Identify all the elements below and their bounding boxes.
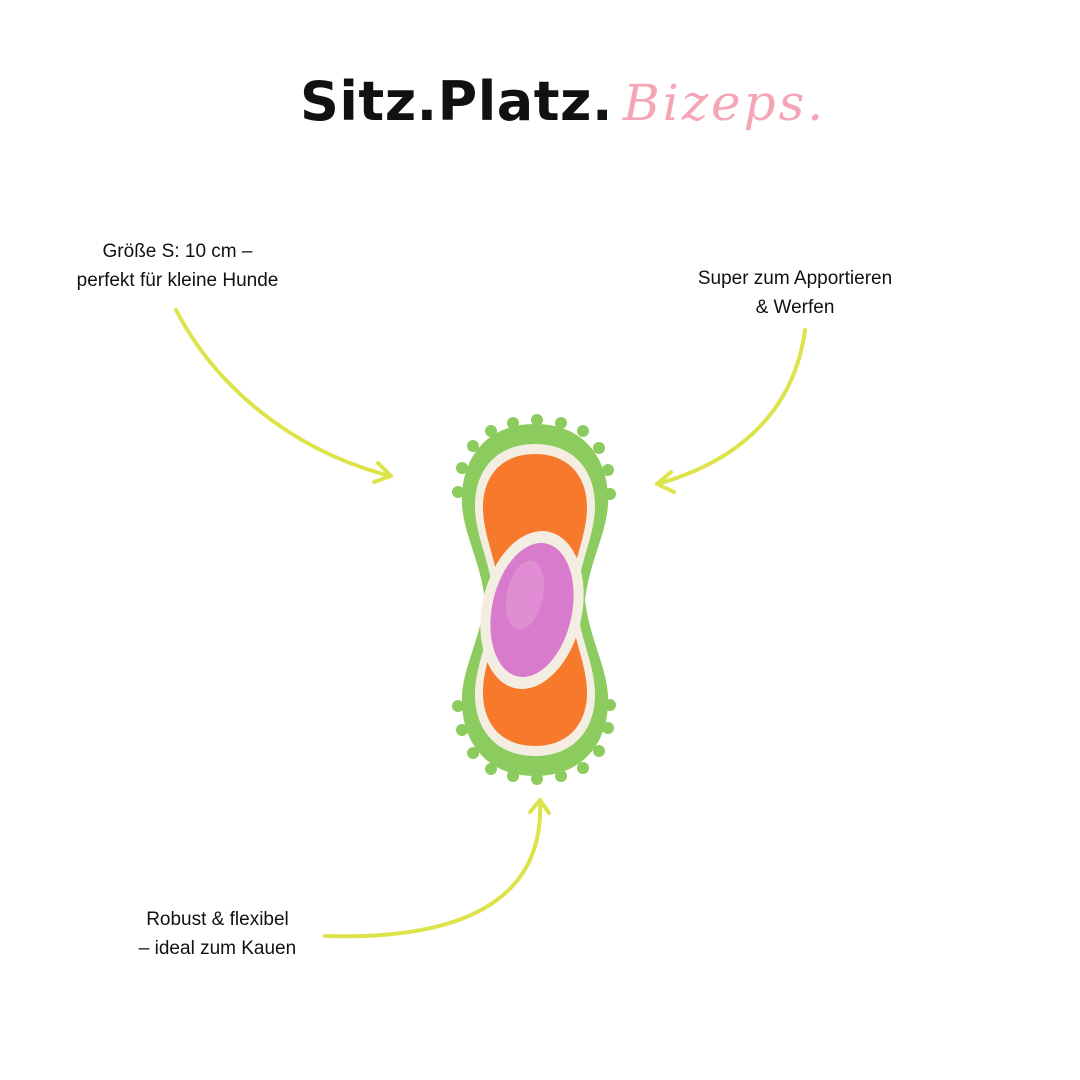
feature-note-size-line2: perfekt für kleine Hunde xyxy=(76,270,279,291)
brand-logo: Sitz. Platz. Bizeps. xyxy=(300,70,826,150)
feature-note-robust: Robust & flexibel – ideal zum Kauen xyxy=(80,905,355,963)
feature-note-fetch-line1: Super zum Apportieren xyxy=(697,268,893,289)
toy-plush-highlight xyxy=(505,560,545,630)
feature-note-fetch-line2: & Werfen xyxy=(755,297,835,318)
arrow-robust xyxy=(323,798,551,939)
feature-note-size-line1: Größe S: 10 cm – xyxy=(102,241,253,262)
dog-toy-image xyxy=(452,414,616,785)
feature-note-robust-line2: – ideal zum Kauen xyxy=(138,938,297,959)
feature-note-fetch: Super zum Apportieren & Werfen xyxy=(660,264,930,322)
brand-logo-sitz: Sitz. xyxy=(300,70,438,133)
brand-logo-platz: Platz. xyxy=(437,70,613,133)
brand-logo-bizeps: Bizeps. xyxy=(622,74,827,132)
feature-note-robust-line1: Robust & flexibel xyxy=(146,909,289,930)
arrow-size xyxy=(174,308,393,484)
feature-note-size: Größe S: 10 cm – perfekt für kleine Hund… xyxy=(40,237,315,295)
arrow-fetch xyxy=(655,328,807,494)
